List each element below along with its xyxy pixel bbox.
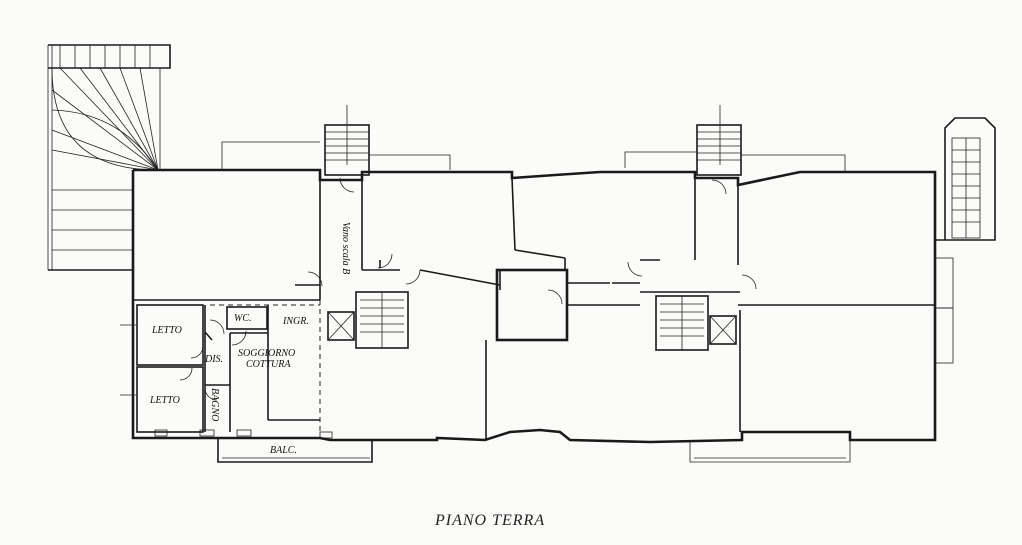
label-soggiorno: SOGGIORNO [238, 348, 295, 359]
room-labels: LETTO LETTO WC. INGR. DIS. SOGGIORNO COT… [149, 222, 351, 456]
top-balconies [221, 141, 846, 172]
label-vano-scala: Vano scala B [340, 222, 351, 274]
bottom-right-balcony [689, 440, 851, 463]
vano-scala-b [307, 105, 421, 349]
label-balc: BALC. [270, 445, 297, 456]
label-cottura: COTTURA [246, 359, 291, 370]
label-dis: DIS. [204, 354, 223, 365]
left-apartment [120, 300, 333, 439]
building-outline [131, 168, 937, 444]
left-exterior-staircase [47, 44, 171, 271]
balcony [217, 438, 373, 463]
right-staircase [547, 105, 757, 351]
plan-title: PIANO TERRA [434, 512, 545, 529]
label-letto-bottom: LETTO [149, 395, 180, 406]
label-letto-top: LETTO [151, 325, 182, 336]
label-ingr: INGR. [282, 316, 309, 327]
label-wc: WC. [234, 313, 252, 324]
label-bagno: BAGNO [209, 388, 220, 421]
right-exterior-stair [934, 117, 996, 364]
